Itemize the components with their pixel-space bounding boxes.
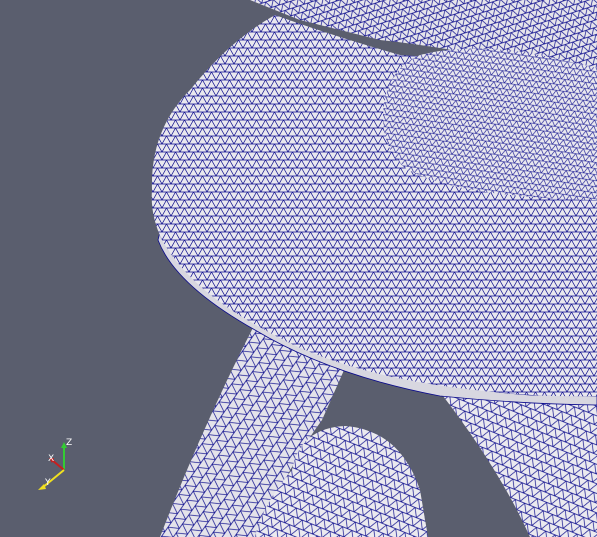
boss-mesh [383, 48, 597, 200]
orientation-axes-widget: Z X Y [38, 438, 72, 490]
y-axis-label: Y [44, 478, 51, 488]
y-axis-line [41, 469, 65, 489]
support-strut-mesh [160, 318, 352, 537]
lower-shaft-mesh [440, 392, 597, 537]
x-axis-line [51, 459, 65, 471]
lower-dome-mesh [255, 426, 428, 537]
x-axis-label: X [48, 454, 54, 464]
z-axis-label: Z [66, 438, 72, 448]
